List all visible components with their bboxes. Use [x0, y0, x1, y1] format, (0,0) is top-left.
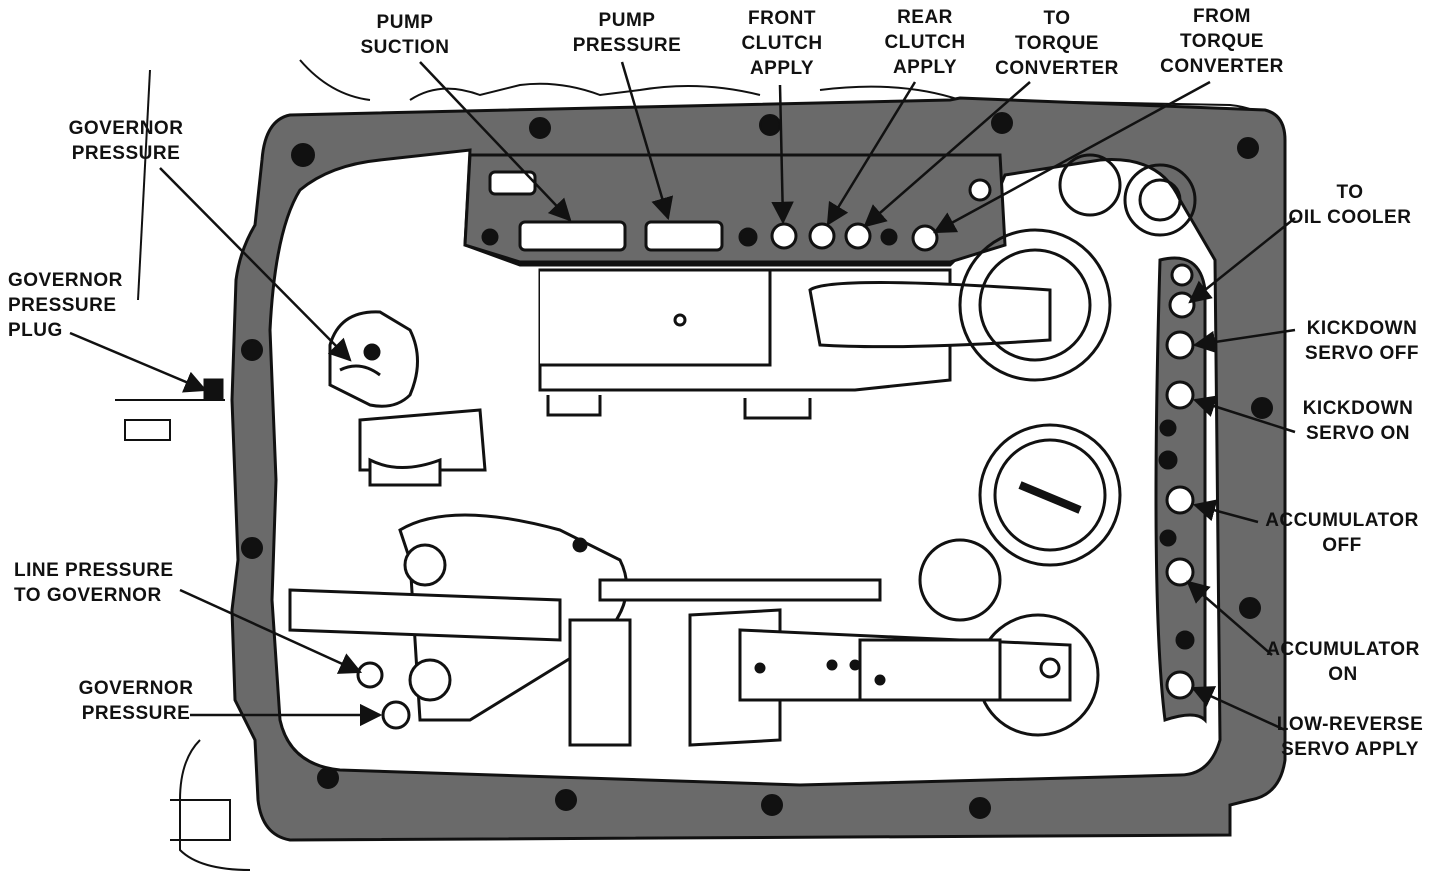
leader-rear-clutch-apply — [826, 81, 917, 226]
leader-kickdown-servo-on — [1192, 395, 1296, 434]
gasket-bolt-holes — [241, 112, 1273, 819]
leader-front-clutch-apply — [771, 84, 794, 225]
leader-kickdown-servo-off — [1192, 328, 1296, 354]
leader-pump-suction — [419, 61, 572, 222]
leader-pump-pressure — [620, 61, 674, 221]
valve-body-mechanism — [538, 153, 1197, 737]
upper-passage-ports — [481, 170, 992, 252]
leader-from-torque-converter — [933, 80, 1211, 234]
leader-governor-pressure-top — [159, 167, 352, 362]
leader-accumulator-off — [1192, 499, 1259, 524]
right-port-strip — [1154, 256, 1207, 724]
leader-to-torque-converter — [863, 81, 1031, 228]
leader-governor-pressure-plug — [69, 331, 208, 393]
leader-accumulator-on — [1186, 580, 1273, 656]
governor-assembly — [203, 310, 1072, 747]
leader-line-pressure-to-governor — [179, 588, 363, 674]
leader-low-reverse-servo-apply — [1190, 686, 1286, 732]
leader-lines — [69, 61, 1296, 732]
leader-to-oil-cooler — [1188, 217, 1296, 304]
